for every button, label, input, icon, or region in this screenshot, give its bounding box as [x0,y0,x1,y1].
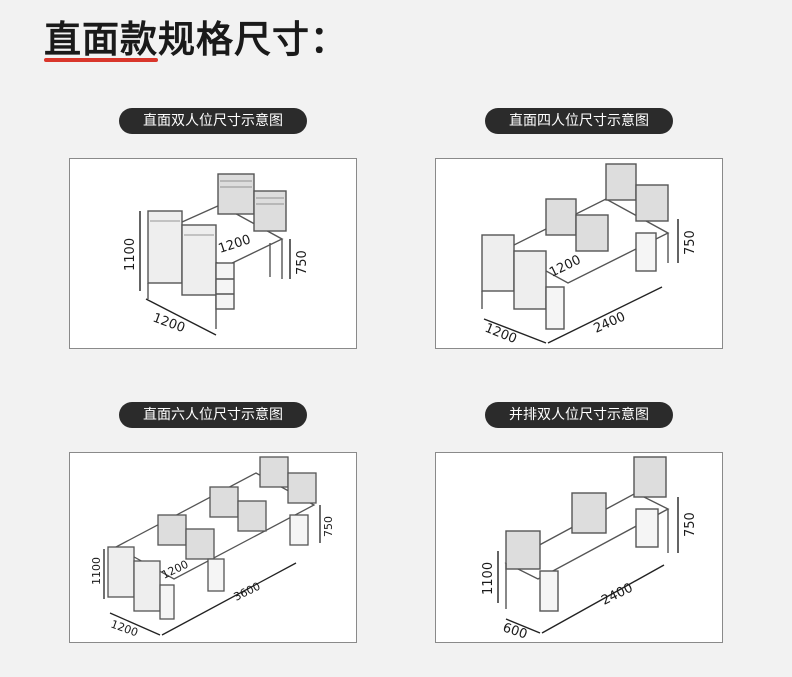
workstation-drawing: 1100 2400 750 600 [481,456,698,642]
diagram-label: 直面六人位尺寸示意图 [119,402,307,428]
dim-height: 1100 [123,238,138,271]
diagram-card-double: 直面双人位尺寸示意图 [69,108,357,349]
dim-depth-inner: 1200 [547,253,583,281]
diagram-card-quad: 直面四人位尺寸示意图 750 1200 2400 120 [435,108,723,349]
workstation-drawing: 750 1200 2400 1200 [481,163,698,347]
workstation-drawing: 1100 1200 3600 750 1200 [90,456,335,640]
diagram-frame: 1100 1200 750 1200 [69,158,357,349]
dim-length: 3600 [232,580,263,604]
workstation-drawing: 1100 1200 750 1200 [123,173,310,336]
dim-depth: 1200 [151,311,187,336]
diagram-card-six: 直面六人位尺寸示意图 1100 1200 [69,402,357,643]
page-title: 直面款规格尺寸： [44,18,348,61]
diagram-frame: 1100 2400 750 600 [435,452,723,643]
diagram-frame: 1100 1200 3600 750 1200 [69,452,357,643]
title-underline [44,58,158,62]
dim-depth: 600 [501,621,529,642]
dim-desk-height: 750 [683,512,698,537]
dim-length: 2400 [592,309,628,336]
diagram-label: 直面双人位尺寸示意图 [119,108,307,134]
dim-height: 1100 [90,557,103,585]
dim-desk-height: 750 [322,516,335,537]
diagram-label: 直面四人位尺寸示意图 [485,108,673,134]
dim-height: 1100 [481,562,496,595]
diagram-label: 并排双人位尺寸示意图 [485,402,673,428]
diagram-frame: 750 1200 2400 1200 [435,158,723,349]
dim-depth-front: 1200 [109,618,140,640]
dim-width: 1200 [217,232,253,256]
dim-desk-height: 750 [295,250,310,275]
dim-desk-height: 750 [683,230,698,255]
dim-length: 2400 [599,581,635,609]
diagram-card-side-by-side: 并排双人位尺寸示意图 1100 2400 750 600 [435,402,723,643]
